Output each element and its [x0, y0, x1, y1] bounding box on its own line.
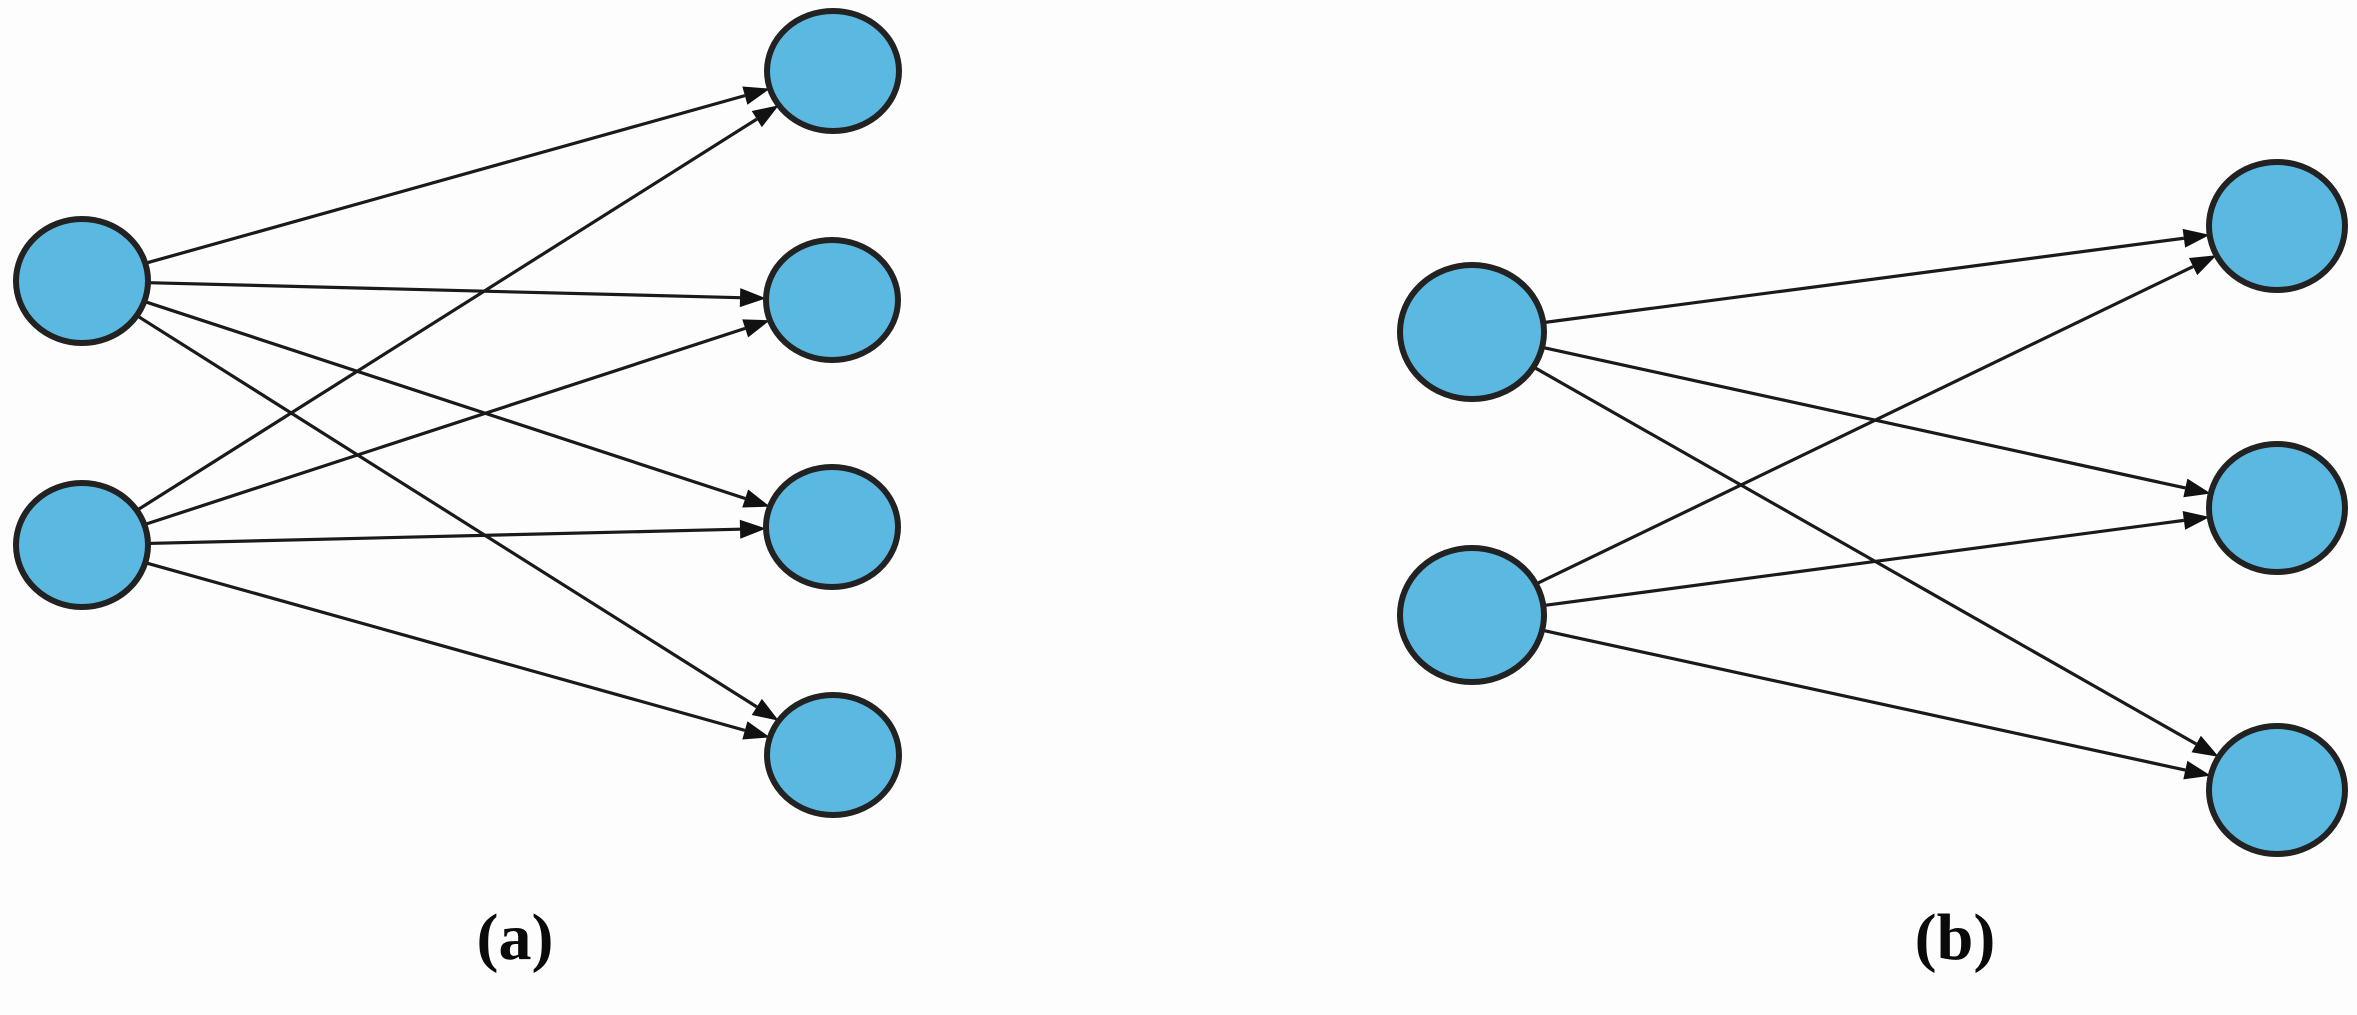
arrowhead-a-left-2-to-a-right-4 — [742, 721, 770, 740]
edges-layer — [135, 94, 2198, 772]
edge-b-left-2-to-b-right-1 — [1535, 265, 2194, 586]
node-a-left-2[interactable] — [13, 480, 151, 610]
node-b-right-3[interactable] — [2206, 723, 2348, 857]
edge-a-left-2-to-a-right-2 — [143, 326, 746, 527]
edge-a-left-1-to-a-right-3 — [143, 299, 746, 501]
node-b-left-2[interactable] — [1397, 545, 1547, 685]
arrowhead-a-left-1-to-a-right-3 — [742, 489, 770, 508]
node-b-right-2[interactable] — [2206, 441, 2348, 575]
node-b-left-1[interactable] — [1397, 262, 1547, 402]
nodes-layer — [13, 8, 2348, 857]
arrowhead-b-left-1-to-b-right-1 — [2182, 228, 2210, 248]
edge-a-left-2-to-a-right-4 — [144, 561, 746, 732]
arrowheads-layer — [739, 86, 2219, 780]
edge-a-left-1-to-a-right-2 — [147, 281, 741, 300]
edge-b-left-1-to-b-right-2 — [1541, 345, 2186, 490]
edge-b-left-2-to-b-right-2 — [1543, 518, 2185, 608]
node-a-right-2[interactable] — [763, 237, 901, 363]
arrowhead-a-left-1-to-a-right-1 — [742, 86, 770, 105]
edge-a-left-2-to-a-right-3 — [147, 527, 741, 546]
arrowhead-b-left-1-to-b-right-2 — [2183, 478, 2211, 498]
edge-a-left-1-to-a-right-4 — [135, 314, 758, 709]
node-a-right-4[interactable] — [764, 692, 902, 818]
arrowhead-b-left-2-to-b-right-3 — [2183, 760, 2211, 780]
node-a-right-3[interactable] — [763, 464, 901, 590]
panel-b-caption: (b) — [1914, 901, 1996, 974]
arrowhead-a-left-2-to-a-right-1 — [751, 105, 779, 128]
edge-a-left-1-to-a-right-1 — [144, 94, 746, 265]
arrowhead-b-left-1-to-b-right-3 — [2191, 735, 2219, 757]
edge-b-left-1-to-b-right-1 — [1543, 236, 2185, 325]
panel-a-caption: (a) — [476, 901, 554, 974]
edge-a-left-2-to-a-right-1 — [135, 117, 758, 512]
node-a-left-1[interactable] — [13, 216, 151, 346]
arrowhead-b-left-2-to-b-right-2 — [2182, 510, 2210, 530]
node-b-right-1[interactable] — [2206, 159, 2348, 293]
arrowhead-a-left-2-to-a-right-3 — [739, 519, 767, 539]
node-a-right-1[interactable] — [764, 8, 902, 134]
arrowhead-a-left-1-to-a-right-2 — [739, 288, 767, 308]
edge-b-left-2-to-b-right-3 — [1541, 628, 2186, 772]
arrowhead-a-left-1-to-a-right-4 — [751, 698, 779, 721]
arrowhead-a-left-2-to-a-right-2 — [742, 319, 770, 338]
edge-b-left-1-to-b-right-3 — [1532, 365, 2198, 746]
arrowhead-b-left-2-to-b-right-1 — [2188, 255, 2217, 276]
